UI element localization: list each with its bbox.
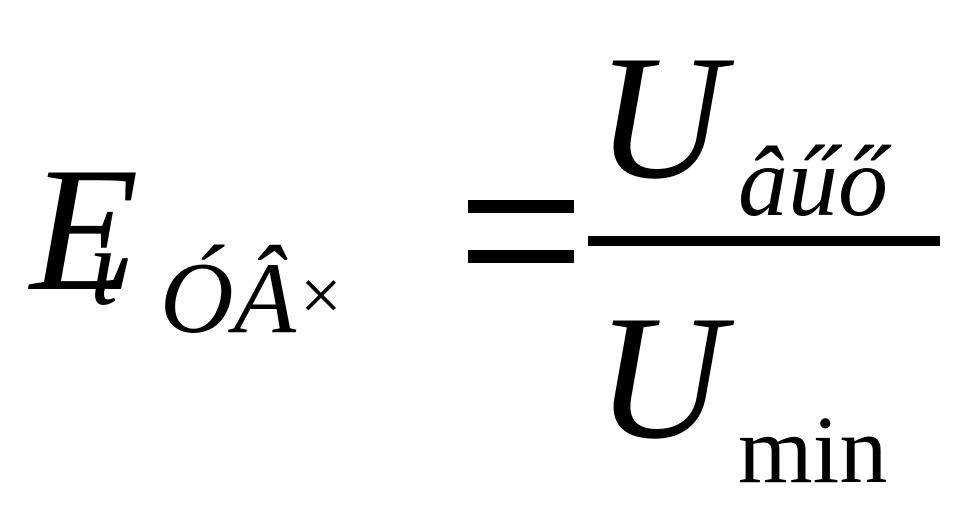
denominator-subscript: min [738, 396, 888, 503]
equals-sign-top-bar [468, 200, 574, 213]
lhs-subscript: ÓÂ× [160, 248, 342, 350]
equals-sign-bottom-bar [468, 250, 574, 263]
fraction-bar [588, 236, 940, 246]
lhs-subscript-mark: × [299, 255, 342, 337]
denominator-symbol: U [596, 278, 725, 476]
lhs-symbol: E [30, 130, 139, 328]
lhs-accent-mark: ι [88, 206, 119, 328]
numerator-symbol: U [596, 18, 725, 216]
numerator-subscript: âűő [738, 126, 888, 237]
lhs-subscript-text: ÓÂ [160, 242, 296, 355]
